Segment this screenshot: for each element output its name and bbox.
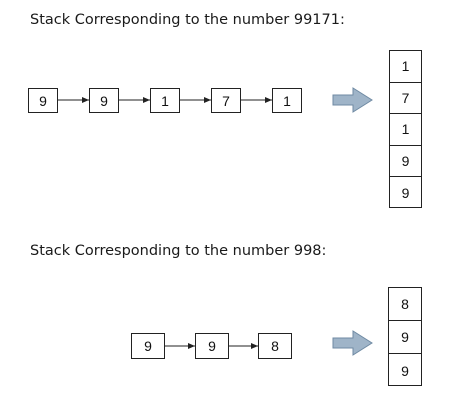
list-node-2-2: 9: [195, 333, 229, 359]
stack-cell-1-3: 1: [390, 114, 421, 146]
stack-1: 1 7 1 9 9: [389, 50, 422, 208]
stack-cell-2-3: 9: [401, 362, 409, 379]
list-node-2-3: 8: [258, 333, 292, 359]
list-node-1-4: 7: [211, 88, 241, 113]
list-node-1-3: 1: [150, 88, 180, 113]
diagram-1-title: Stack Corresponding to the number 99171:: [30, 12, 345, 28]
stack-cell-1-4: 9: [390, 146, 421, 178]
list-node-2-1: 9: [131, 333, 165, 359]
stack-cell-1-2: 7: [390, 83, 421, 115]
diagram-2-title: Stack Corresponding to the number 998:: [30, 243, 327, 259]
list-node-1-5: 1: [272, 88, 302, 113]
stack-cell-2-2: 9: [389, 321, 421, 354]
right-block-arrow-icon: [332, 330, 373, 356]
stack-cell-1-1: 1: [390, 51, 421, 83]
right-block-arrow-icon: [332, 87, 373, 113]
list-node-1-1: 9: [28, 88, 58, 113]
stack-cell-1-5: 9: [401, 185, 410, 202]
stack-2: 8 9 9: [388, 287, 422, 386]
stack-cell-2-1: 8: [389, 288, 421, 321]
list-node-1-2: 9: [89, 88, 119, 113]
